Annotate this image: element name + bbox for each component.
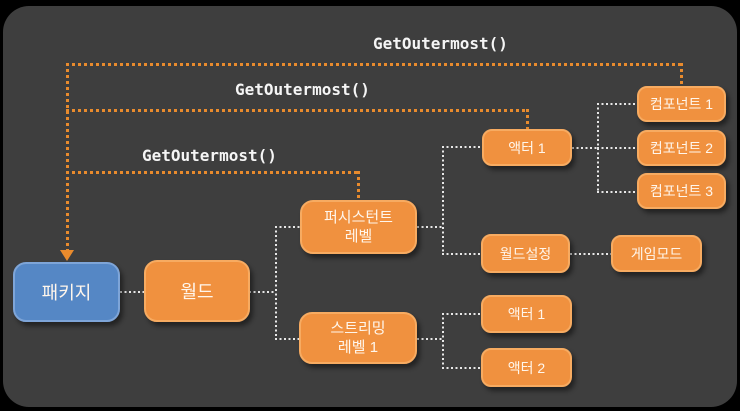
edge-persistent-right: [417, 226, 443, 228]
edge-to-actor1: [442, 146, 482, 148]
edge-world-split: [249, 291, 276, 293]
edge-streaming-right: [417, 338, 443, 340]
edge-actor1-right: [572, 147, 598, 149]
edge-to-component2: [597, 147, 637, 149]
call-line-component1-v: [680, 63, 683, 86]
call-label-3: GetOutermost(): [142, 146, 277, 165]
node-game-mode: 게임모드: [611, 235, 702, 272]
call-label-1: GetOutermost(): [373, 34, 508, 53]
node-component2: 컴포넌트 2: [637, 130, 726, 166]
node-world-label: 월드: [180, 282, 214, 302]
call-arrowhead-icon: [60, 250, 74, 261]
node-actor2-streaming: 액터 2: [481, 348, 572, 387]
edge-to-component1: [597, 103, 637, 105]
node-world-settings-label: 월드설정: [499, 245, 552, 262]
call-line-to-package-v: [66, 63, 69, 251]
node-persistent-level-label: 퍼시스턴트 레벨: [323, 209, 393, 245]
call-line-component1-h: [66, 63, 682, 66]
edge-to-actor2-streaming: [442, 367, 482, 369]
node-streaming-level1: 스트리밍 레벨 1: [299, 312, 417, 364]
edge-to-persistent: [275, 226, 300, 228]
node-streaming-level1-label: 스트리밍 레벨 1: [330, 320, 386, 356]
edge-worldsettings-gamemode: [570, 253, 611, 255]
edge-streaming-split-v: [442, 313, 444, 368]
node-actor1-persistent: 액터 1: [482, 129, 572, 166]
edge-to-world-settings: [442, 253, 481, 255]
node-package: 패키지: [13, 262, 120, 322]
edge-to-component3: [597, 191, 637, 193]
node-component2-label: 컴포넌트 2: [649, 140, 714, 156]
edge-persistent-split-v: [442, 146, 444, 255]
node-component3: 컴포넌트 3: [637, 173, 726, 209]
node-package-label: 패키지: [41, 283, 92, 303]
edge-to-actor1-streaming: [442, 313, 482, 315]
node-world: 월드: [144, 260, 250, 322]
node-game-mode-label: 게임모드: [630, 245, 683, 262]
call-line-actor1-h: [66, 109, 528, 112]
node-component3-label: 컴포넌트 3: [649, 183, 714, 199]
edge-to-streaming: [275, 338, 299, 340]
node-actor1-streaming: 액터 1: [481, 295, 572, 333]
node-component1-label: 컴포넌트 1: [649, 96, 714, 112]
call-label-2: GetOutermost(): [235, 80, 370, 99]
node-world-settings: 월드설정: [481, 234, 570, 273]
node-actor1-persistent-label: 액터 1: [508, 139, 546, 156]
node-persistent-level: 퍼시스턴트 레벨: [300, 200, 417, 254]
node-component1: 컴포넌트 1: [637, 86, 726, 122]
call-line-persistent-h: [66, 171, 359, 174]
node-actor2-streaming-label: 액터 2: [507, 359, 546, 376]
edge-world-split-v: [275, 226, 277, 340]
node-actor1-streaming-label: 액터 1: [507, 306, 546, 322]
call-line-actor1-v: [526, 109, 529, 129]
call-line-persistent-v: [357, 171, 360, 200]
edge-package-world: [120, 291, 146, 293]
